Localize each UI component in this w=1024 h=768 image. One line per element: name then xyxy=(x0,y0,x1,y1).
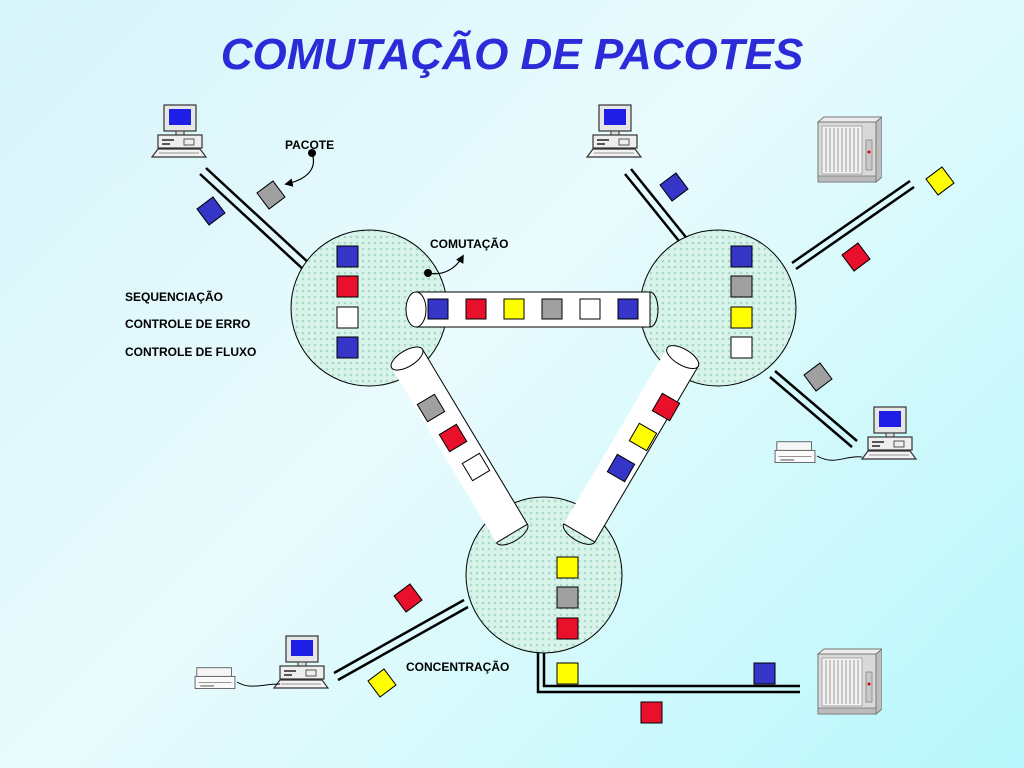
packet-top-tube-2 xyxy=(465,298,487,320)
packet-right-queue-4 xyxy=(730,336,753,359)
packet-top-tube-1 xyxy=(427,298,449,320)
packet-top-tube-3 xyxy=(503,298,525,320)
link-top-left-a xyxy=(199,173,306,272)
tube-right xyxy=(562,345,700,545)
link-top-mid-b xyxy=(630,168,690,242)
packet-link-3 xyxy=(659,172,689,202)
label-pacote: PACOTE xyxy=(285,138,334,152)
packet-link-1 xyxy=(196,196,226,226)
packet-link-2 xyxy=(256,180,286,210)
packet-bottom-queue-3 xyxy=(556,617,579,640)
label-comutacao: COMUTAÇÃO xyxy=(430,236,508,251)
label-concentracao: CONCENTRAÇÃO xyxy=(406,659,509,674)
packet-right-tube-1 xyxy=(651,392,681,422)
computer-icon xyxy=(586,104,642,158)
packet-left-queue-1 xyxy=(336,245,359,268)
packet-link-6 xyxy=(803,362,833,392)
link-top-mid-a xyxy=(624,173,684,247)
packet-top-tube-4 xyxy=(541,298,563,320)
packet-right-queue-1 xyxy=(730,245,753,268)
packet-left-queue-4 xyxy=(336,336,359,359)
server-rack-icon xyxy=(817,116,882,183)
packet-left-queue-2 xyxy=(336,275,359,298)
computer-icon xyxy=(151,104,207,158)
comutacao-pointer-arrow xyxy=(427,254,464,275)
packet-link-11 xyxy=(640,701,663,724)
packet-right-queue-3 xyxy=(730,306,753,329)
server-rack-icon xyxy=(817,648,882,715)
packet-top-tube-6 xyxy=(617,298,639,320)
label-controle-erro: CONTROLE DE ERRO xyxy=(125,317,250,331)
page-title: COMUTAÇÃO DE PACOTES xyxy=(220,30,804,79)
label-controle-fluxo: CONTROLE DE FLUXO xyxy=(125,345,256,359)
printer-cable xyxy=(236,681,281,687)
packet-link-7 xyxy=(393,583,423,613)
packet-right-tube-2 xyxy=(628,422,658,452)
packet-left-queue-3 xyxy=(336,306,359,329)
packet-left-tube-3 xyxy=(461,452,491,482)
packet-left-tube-1 xyxy=(416,393,446,423)
packet-link-5 xyxy=(841,242,871,272)
packet-bottom-queue-1 xyxy=(556,556,579,579)
packet-bottom-queue-2 xyxy=(556,586,579,609)
link-bottom-left-b xyxy=(337,605,469,682)
packet-left-tube-2 xyxy=(438,423,468,453)
packet-top-tube-5 xyxy=(579,298,601,320)
link-top-right-a xyxy=(791,179,911,265)
pacote-pointer-arrow xyxy=(284,152,314,187)
packet-link-8 xyxy=(367,668,397,698)
link-top-right-b xyxy=(795,185,915,271)
link-right-b xyxy=(769,376,853,448)
packet-link-9 xyxy=(556,662,579,685)
link-right-a xyxy=(774,370,858,442)
packet-link-10 xyxy=(753,662,776,685)
packet-link-4 xyxy=(925,166,955,196)
printer-cable xyxy=(816,455,863,461)
computer-icon xyxy=(861,406,917,460)
packet-right-tube-3 xyxy=(606,453,636,483)
label-sequenciacao: SEQUENCIAÇÃO xyxy=(125,289,223,304)
packet-right-queue-2 xyxy=(730,275,753,298)
computer-icon xyxy=(273,635,329,689)
link-top-left-b xyxy=(205,167,312,266)
link-bottom-left-a xyxy=(333,598,465,675)
printer-icon xyxy=(194,667,236,689)
printer-icon xyxy=(774,441,816,463)
